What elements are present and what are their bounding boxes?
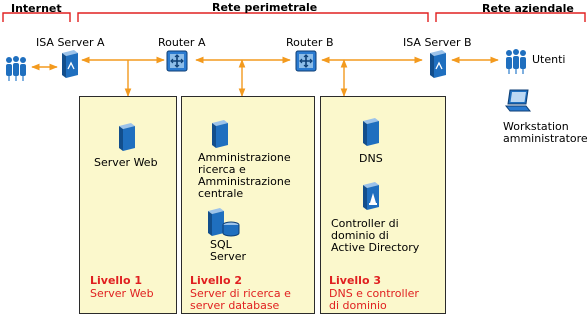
tier3-level-title: Livello 3 xyxy=(329,274,381,287)
zone-bracket-perimeter xyxy=(77,12,429,22)
tier3-dc-line1: Controller di xyxy=(331,217,399,230)
label-users: Utenti xyxy=(532,53,566,66)
label-router-b: Router B xyxy=(286,36,334,49)
tier2-sql-line2: Server xyxy=(210,250,247,263)
tier2-level-desc-line2: server database xyxy=(190,299,280,312)
tier2-admin-line3: Amministrazione xyxy=(198,175,291,188)
zone-title-internet: Internet xyxy=(11,2,62,15)
label-workstation-line1: Workstation xyxy=(503,120,569,133)
zone-bracket-corporate xyxy=(435,12,586,22)
tier3-level-desc-line2: di dominio xyxy=(329,299,387,312)
tier2-admin-line2: ricerca e xyxy=(198,163,246,176)
tier3-dc-line3: Active Directory xyxy=(331,241,420,254)
tier2-level-title: Livello 2 xyxy=(190,274,242,287)
label-isa-server-b: ISA Server B xyxy=(403,36,472,49)
tier2-sql-line1: SQL xyxy=(210,238,232,251)
tier3-box: DNS Controller di dominio di Active Dire… xyxy=(320,96,446,314)
isa-server-b-icon xyxy=(430,50,446,78)
tier3-dns-label: DNS xyxy=(359,152,383,165)
tier2-admin-line4: centrale xyxy=(198,187,244,200)
tier1-box: Server Web Livello 1 Server Web xyxy=(79,96,177,314)
isa-server-a-icon xyxy=(62,50,78,78)
zone-bracket-internet xyxy=(2,12,71,22)
label-isa-server-a: ISA Server A xyxy=(36,36,105,49)
tier2-box: Amministrazione ricerca e Amministrazion… xyxy=(181,96,315,314)
zone-title-corporate: Rete aziendale xyxy=(482,2,574,15)
zone-title-perimeter: Rete perimetrale xyxy=(212,1,318,14)
tier1-level-desc: Server Web xyxy=(90,287,154,300)
workstation-icon xyxy=(504,89,532,112)
label-workstation-line2: amministratore xyxy=(503,132,587,145)
tier1-server-label: Server Web xyxy=(94,156,158,169)
web-server-icon xyxy=(119,123,135,151)
tier2-admin-line1: Amministrazione xyxy=(198,151,291,164)
sql-server-icon xyxy=(208,208,240,237)
internet-users-icon xyxy=(6,56,26,81)
router-a-icon xyxy=(166,50,188,72)
label-router-a: Router A xyxy=(158,36,206,49)
tier1-level-title: Livello 1 xyxy=(90,274,142,287)
tier2-level-desc-line1: Server di ricerca e xyxy=(190,287,291,300)
domain-controller-icon xyxy=(363,182,379,210)
admin-server-icon xyxy=(212,120,228,148)
users-icon xyxy=(506,49,526,74)
tier3-dc-line2: dominio di xyxy=(331,229,389,242)
dns-server-icon xyxy=(363,118,379,146)
router-b-icon xyxy=(295,50,317,72)
tier3-level-desc-line1: DNS e controller xyxy=(329,287,419,300)
